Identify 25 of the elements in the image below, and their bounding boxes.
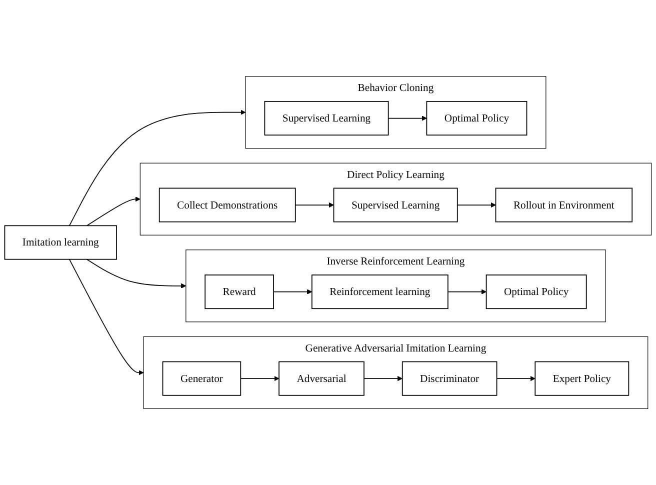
node-box: Reinforcement learning — [311, 274, 448, 310]
arrow — [86, 258, 186, 288]
node-box: Supervised Learning — [264, 101, 389, 136]
arrow — [364, 376, 403, 382]
node-box: Rollout in Environment — [495, 188, 633, 222]
node-box: Optimal Policy — [426, 101, 528, 136]
arrow — [448, 289, 487, 294]
node-box: Generator — [162, 361, 242, 396]
node-box: Optimal Policy — [486, 274, 587, 310]
node-box: Discriminator — [402, 361, 498, 396]
arrow — [496, 376, 536, 382]
arrow — [86, 196, 140, 226]
arrow — [388, 116, 427, 121]
node-box: Adversarial — [278, 361, 364, 396]
node-box: Collect Demonstrations — [158, 188, 296, 222]
node-box: Expert Policy — [534, 361, 630, 396]
arrow — [240, 376, 280, 382]
arrow — [68, 258, 144, 376]
node-box: Imitation learning — [4, 225, 117, 260]
arrow — [456, 202, 496, 208]
node-box: Reward — [204, 274, 274, 310]
node-box: Supervised Learning — [333, 188, 458, 222]
arrow — [294, 202, 334, 208]
arrow — [273, 289, 312, 294]
arrow — [68, 110, 246, 226]
